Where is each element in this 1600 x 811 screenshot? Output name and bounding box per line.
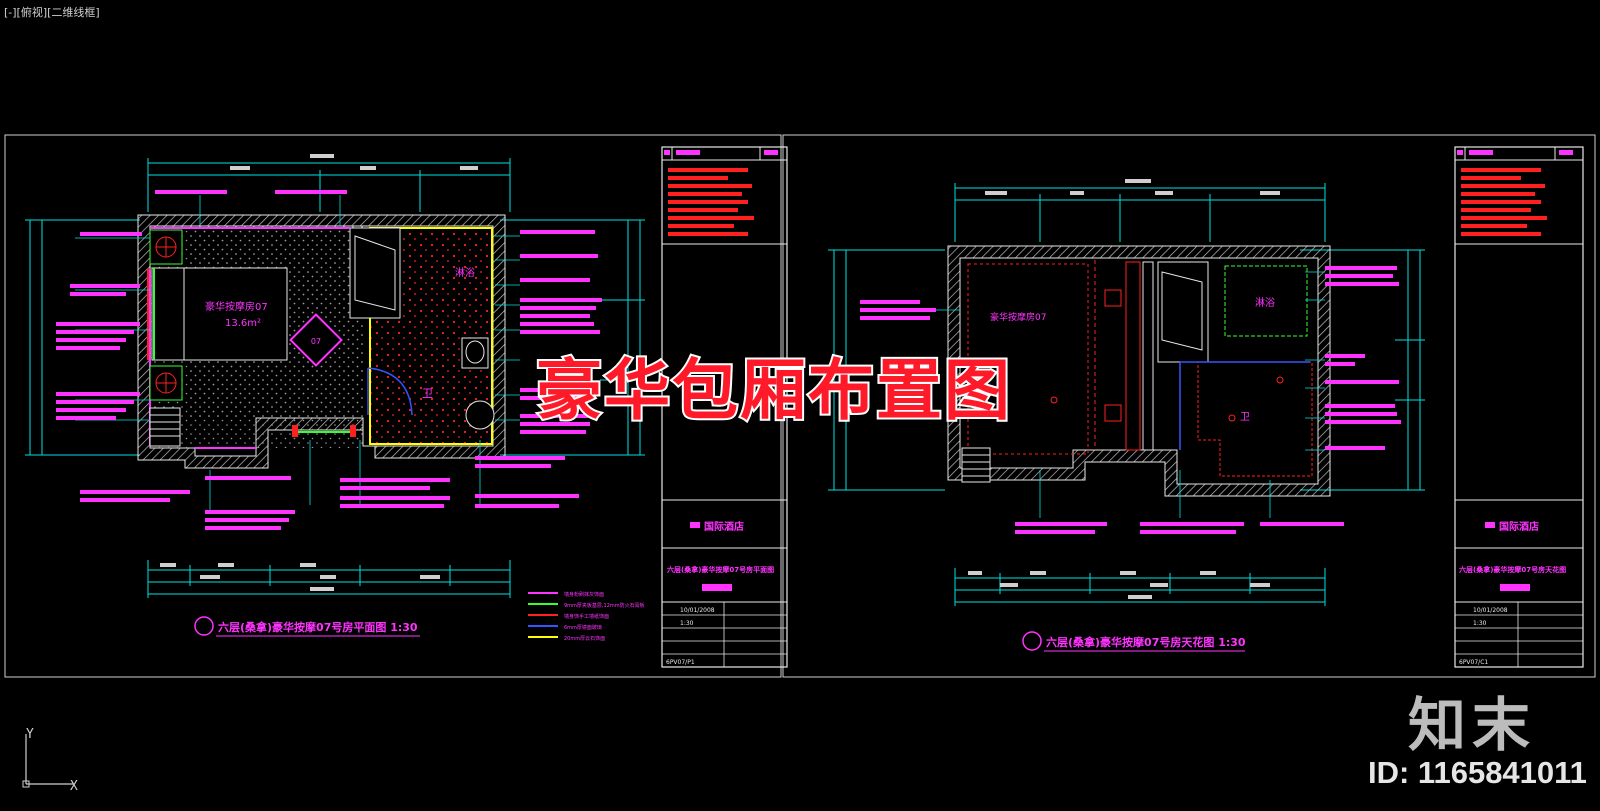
titleblock-left-drawing-name: 六层(桑拿)豪华按摩07号房平面图 [667,565,774,574]
svg-text:07: 07 [311,337,321,346]
plan-room-name: 豪华按摩房07 [205,300,268,313]
watermark-logo: 知末 [1408,691,1537,759]
watermark-id: ID: 1165841011 [1368,755,1587,790]
ceiling-title: 六层(桑拿)豪华按摩07号房天花图 1:30 [1046,635,1246,649]
legend-item-1: 墙身粉刷抹灰饰面 [564,591,604,598]
floor-plan[interactable]: 07 豪华按摩房07 13.6m² 淋浴 卫 [25,154,645,642]
ceiling-plan[interactable]: 豪华按摩房07 淋浴 卫 [828,179,1425,652]
title-block-right[interactable]: 国际酒店 六层(桑拿)豪华按摩07号房天花图 10/01/2008 1:30 6… [1454,146,1584,668]
titleblock-left-sheet-no: 6PV07/P1 [666,659,695,666]
plan-room-area: 13.6m² [225,318,261,329]
layout-frame-left [4,134,782,678]
titleblock-left-date: 10/01/2008 [680,607,715,614]
plan-bath-label: 淋浴 [455,266,475,279]
viewport-controls[interactable]: [-][俯视][二维线框] [4,6,100,19]
ceiling-bath-label: 淋浴 [1255,296,1275,309]
titleblock-right-hotel: 国际酒店 [1499,520,1539,533]
legend-item-4: 6mm厚镜面玻璃 [564,624,602,631]
headline-banner: 豪华包厢布置图 [534,350,1012,431]
plan-toilet-label: 卫 [422,387,433,400]
titleblock-right-scale: 1:30 [1473,620,1487,627]
titleblock-right-sheet-no: 6PV07/C1 [1459,659,1488,666]
plan-title: 六层(桑拿)豪华按摩07号房平面图 1:30 [218,620,418,634]
titleblock-left-hotel: 国际酒店 [704,520,744,533]
titleblock-left-scale: 1:30 [680,620,694,627]
ucs-x-label: X [70,779,78,794]
layout-frame-right [782,134,1596,678]
titleblock-right-date: 10/01/2008 [1473,607,1508,614]
titleblock-right-drawing-name: 六层(桑拿)豪华按摩07号房天花图 [1459,565,1566,574]
title-block-left[interactable]: 国际酒店 六层(桑拿)豪华按摩07号房平面图 10/01/2008 1:30 6… [661,146,788,668]
ucs-axis-icon [22,734,74,788]
line-legend: 墙身粉刷抹灰饰面 9mm厚夹板基层,12mm防火石膏板 墙身饰手工墙纸饰面 6m… [528,591,645,642]
legend-item-5: 20mm厚云石饰面 [564,635,605,642]
legend-item-2: 9mm厚夹板基层,12mm防火石膏板 [564,602,645,609]
ceiling-toilet-label: 卫 [1240,412,1250,423]
ceiling-room-name: 豪华按摩房07 [990,311,1046,323]
legend-item-3: 墙身饰手工墙纸饰面 [564,613,609,620]
ucs-y-label: Y [26,727,34,742]
